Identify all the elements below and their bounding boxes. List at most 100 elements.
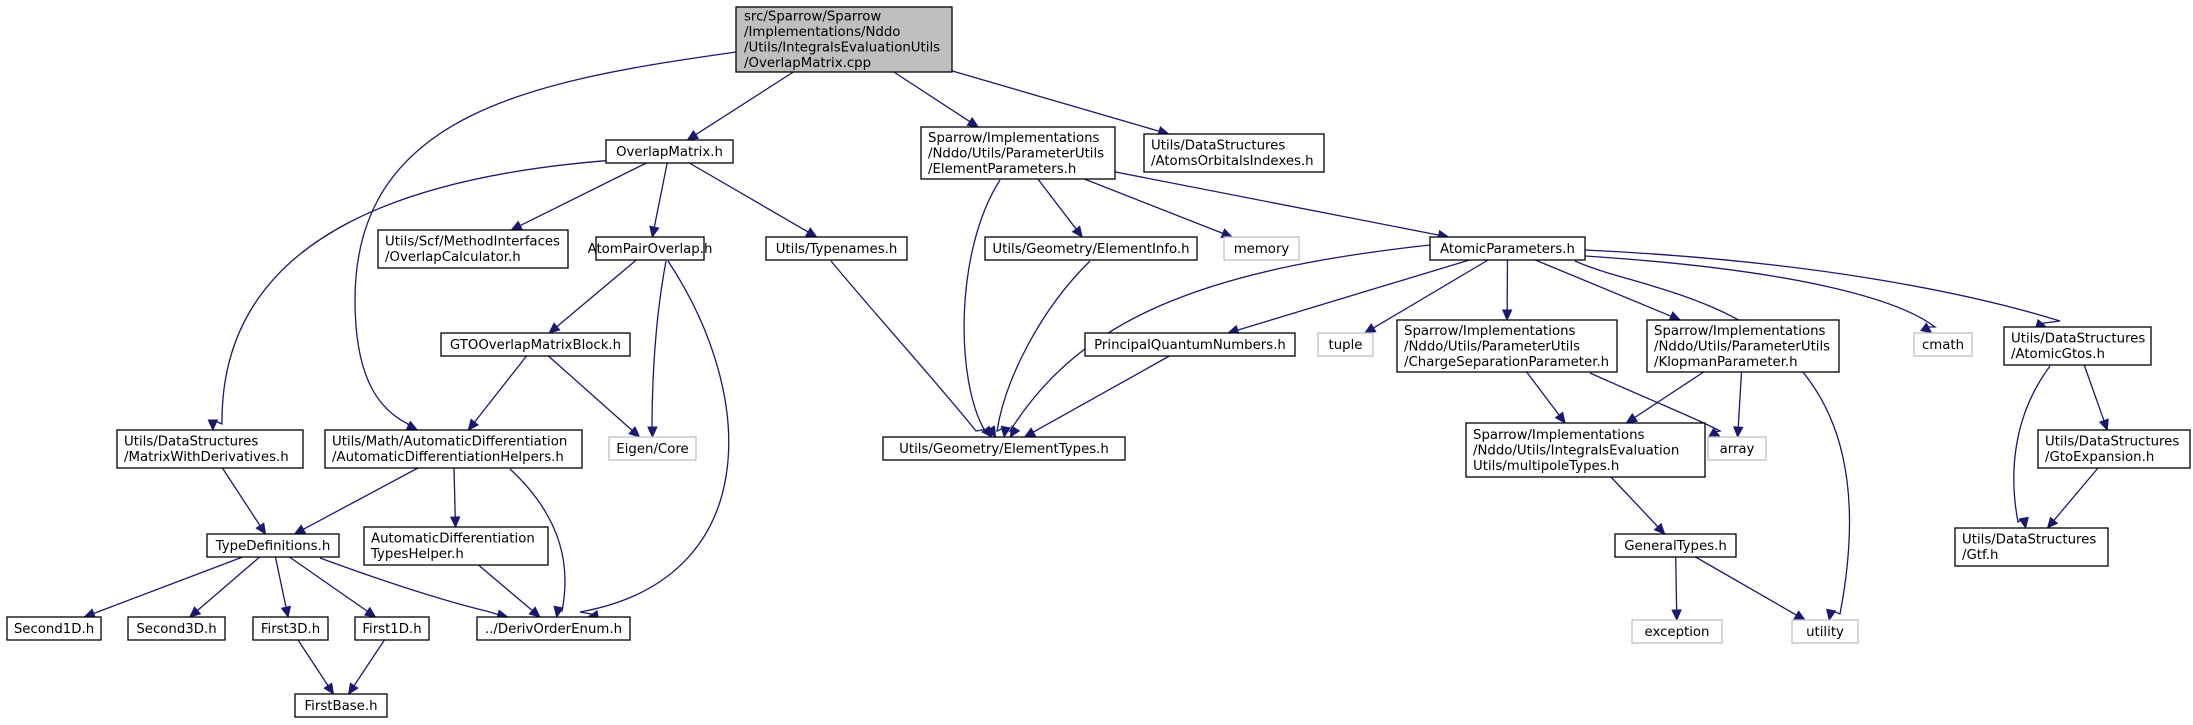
node-principalquantumnumbers_h-label: PrincipalQuantumNumbers.h	[1094, 338, 1286, 353]
node-autodifftypeshelper_h-box	[363, 526, 549, 566]
node-exception[interactable]: exception	[1631, 619, 1723, 644]
edge-multipoletypes_h-to-generaltypes_h-arrowhead	[1653, 522, 1666, 535]
node-atomicgtos_h[interactable]: Utils/DataStructures/AtomicGtos.h	[2003, 326, 2152, 366]
node-derivorderenum_h[interactable]: ../DerivOrderEnum.h	[476, 616, 631, 641]
node-memory[interactable]: memory	[1223, 236, 1300, 261]
edge-principalquantumnumbers_h-to-elementtypes_h	[1023, 355, 1170, 438]
edge-chargeseparationparameter_h-to-multipoletypes_h	[1526, 371, 1566, 424]
edge-typedefinitions_h-to-first1d_h-line	[289, 556, 368, 612]
node-atompairoverlap_h[interactable]: AtomPairOverlap.h	[588, 236, 713, 261]
node-gtf_h[interactable]: Utils/DataStructures/Gtf.h	[1954, 527, 2109, 567]
edge-overlapmatrix_h-to-utils_typenames_h-arrowhead	[804, 227, 818, 238]
node-gtoexpansion_h[interactable]: Utils/DataStructures/GtoExpansion.h	[2037, 429, 2191, 469]
edge-root-to-elementparameters_h-line	[893, 71, 971, 123]
node-klopmanparameter_h[interactable]: Sparrow/Implementations/Nddo/Utils/Param…	[1646, 319, 1840, 373]
node-overlapcalculator_h-label: Utils/Scf/MethodInterfaces	[385, 235, 560, 250]
node-atomsorbitalsindexes_h[interactable]: Utils/DataStructures/AtomsOrbitalsIndexe…	[1143, 133, 1325, 173]
edge-typedefinitions_h-to-second3d_h-line	[197, 556, 261, 611]
edge-generaltypes_h-to-utility	[1695, 556, 1807, 621]
node-elementtypes_h[interactable]: Utils/Geometry/ElementTypes.h	[882, 436, 1126, 461]
node-atompairoverlap_h-label: AtomPairOverlap.h	[588, 242, 713, 257]
edge-elementparameters_h-to-elementinfo_h	[1037, 178, 1083, 238]
edge-typedefinitions_h-to-second1d_h	[83, 556, 243, 619]
node-principalquantumnumbers_h[interactable]: PrincipalQuantumNumbers.h	[1084, 332, 1296, 357]
edge-atompairoverlap_h-to-gtooverlapmatrixblock_h-line	[556, 259, 637, 328]
node-overlapcalculator_h[interactable]: Utils/Scf/MethodInterfaces/OverlapCalcul…	[377, 229, 569, 269]
edge-overlapmatrix_h-to-atompairoverlap_h-line	[653, 162, 668, 228]
node-eigen_core-box	[608, 436, 697, 461]
edge-autodiffhelpers_h-to-autodifftypeshelper_h-arrowhead	[449, 516, 461, 529]
edge-atomicparameters_h-to-chargeseparationparameter_h-arrowhead	[1501, 309, 1513, 322]
edge-atomicparameters_h-to-klopmanparameter_h-arrowhead	[1668, 311, 1682, 321]
node-chargeseparationparameter_h-box	[1396, 319, 1618, 373]
edge-atomicparameters_h-to-klopmanparameter_h-line	[1535, 259, 1672, 317]
node-first3d_h[interactable]: First3D.h	[252, 616, 329, 641]
edge-atomicparameters_h-to-chargeseparationparameter_h	[1501, 259, 1513, 322]
edge-atomicgtos_h-to-gtoexpansion_h-arrowhead	[2098, 418, 2109, 432]
edge-elementparameters_h-to-elementinfo_h-line	[1037, 178, 1077, 230]
edge-autodiffhelpers_h-to-autodifftypeshelper_h-line	[453, 467, 456, 518]
node-cmath[interactable]: cmath	[1913, 332, 1973, 357]
edge-klopmanparameter_h-to-multipoletypes_h-line	[1634, 371, 1704, 419]
edge-klopmanparameter_h-to-array-arrowhead	[1733, 426, 1744, 439]
node-typedefinitions_h-box	[206, 533, 340, 558]
node-generaltypes_h-box	[1614, 533, 1737, 558]
node-first3d_h-box	[252, 616, 329, 641]
node-tuple[interactable]: tuple	[1317, 332, 1374, 357]
node-generaltypes_h[interactable]: GeneralTypes.h	[1614, 533, 1737, 558]
node-chargeseparationparameter_h[interactable]: Sparrow/Implementations/Nddo/Utils/Param…	[1396, 319, 1618, 373]
edge-atompairoverlap_h-to-derivorderenum_h-line	[579, 260, 730, 616]
node-second1d_h-box	[6, 616, 102, 641]
node-autodifftypeshelper_h-label: TypesHelper.h	[370, 547, 464, 562]
node-firstbase_h[interactable]: FirstBase.h	[294, 693, 388, 718]
edge-atompairoverlap_h-to-gtooverlapmatrixblock_h-arrowhead	[548, 322, 561, 334]
edge-root-to-elementparameters_h-arrowhead	[966, 116, 980, 128]
edge-utils_typenames_h-to-elementtypes_h	[830, 260, 993, 438]
edge-autodiffhelpers_h-to-derivorderenum_h-arrowhead	[553, 605, 564, 619]
node-autodiffhelpers_h-label: /AutomaticDifferentiationHelpers.h	[332, 450, 564, 465]
node-derivorderenum_h-label: ../DerivOrderEnum.h	[485, 622, 622, 637]
node-generaltypes_h-label: GeneralTypes.h	[1624, 539, 1727, 554]
node-utils_typenames_h[interactable]: Utils/Typenames.h	[765, 236, 908, 261]
node-principalquantumnumbers_h-box	[1084, 332, 1296, 357]
node-typedefinitions_h[interactable]: TypeDefinitions.h	[206, 533, 340, 558]
edge-typedefinitions_h-to-second1d_h-line	[93, 556, 243, 615]
node-chargeseparationparameter_h-label: Sparrow/Implementations	[1404, 324, 1576, 339]
node-array-box	[1707, 436, 1767, 461]
node-overlapmatrix_h[interactable]: OverlapMatrix.h	[605, 139, 734, 164]
edge-atomicparameters_h-to-cmath-line	[1584, 255, 1937, 328]
node-elementtypes_h-label: Utils/Geometry/ElementTypes.h	[899, 442, 1109, 457]
node-utils_typenames_h-box	[765, 236, 908, 261]
node-eigen_core[interactable]: Eigen/Core	[608, 436, 697, 461]
node-exception-label: exception	[1645, 625, 1710, 640]
node-multipoletypes_h[interactable]: Sparrow/Implementations/Nddo/Utils/Integ…	[1465, 422, 1706, 478]
edge-autodiffhelpers_h-to-autodifftypeshelper_h	[449, 467, 461, 529]
node-elementparameters_h[interactable]: Sparrow/Implementations/Nddo/Utils/Param…	[920, 126, 1116, 180]
node-elementinfo_h-box	[984, 236, 1198, 261]
edge-atomicparameters_h-to-cmath-arrowhead	[1920, 322, 1933, 334]
node-second3d_h[interactable]: Second3D.h	[127, 616, 226, 641]
edge-root-to-atomsorbitalsindexes_h	[951, 70, 1170, 137]
node-elementparameters_h-box	[920, 126, 1116, 180]
edge-atomicparameters_h-to-tuple-line	[1373, 259, 1489, 329]
node-root[interactable]: src/Sparrow/Sparrow/Implementations/Nddo…	[735, 6, 953, 73]
node-atomicparameters_h[interactable]: AtomicParameters.h	[1429, 236, 1586, 261]
edge-atomicgtos_h-to-gtf_h-arrowhead	[2018, 516, 2029, 530]
edge-elementparameters_h-to-memory-arrowhead	[1220, 228, 1234, 239]
node-klopmanparameter_h-label: /KlopmanParameter.h	[1654, 355, 1798, 370]
edge-autodiffhelpers_h-to-derivorderenum_h	[509, 468, 566, 619]
node-second1d_h[interactable]: Second1D.h	[6, 616, 102, 641]
edge-elementparameters_h-to-memory-line	[1084, 178, 1224, 234]
node-first1d_h[interactable]: First1D.h	[354, 616, 430, 641]
node-elementinfo_h-label: Utils/Geometry/ElementInfo.h	[992, 242, 1189, 257]
node-matrixwithderivatives_h[interactable]: Utils/DataStructures/MatrixWithDerivativ…	[116, 429, 304, 469]
node-utility[interactable]: utility	[1791, 619, 1859, 644]
node-multipoletypes_h-label: Sparrow/Implementations	[1473, 428, 1645, 443]
node-array[interactable]: array	[1707, 436, 1767, 461]
edge-generaltypes_h-to-utility-arrowhead	[1793, 610, 1807, 621]
node-autodiffhelpers_h[interactable]: Utils/Math/AutomaticDifferentiation/Auto…	[324, 429, 583, 469]
node-gtooverlapmatrixblock_h[interactable]: GTOOverlapMatrixBlock.h	[440, 332, 631, 357]
node-atompairoverlap_h-box	[595, 236, 705, 261]
node-elementinfo_h[interactable]: Utils/Geometry/ElementInfo.h	[984, 236, 1198, 261]
